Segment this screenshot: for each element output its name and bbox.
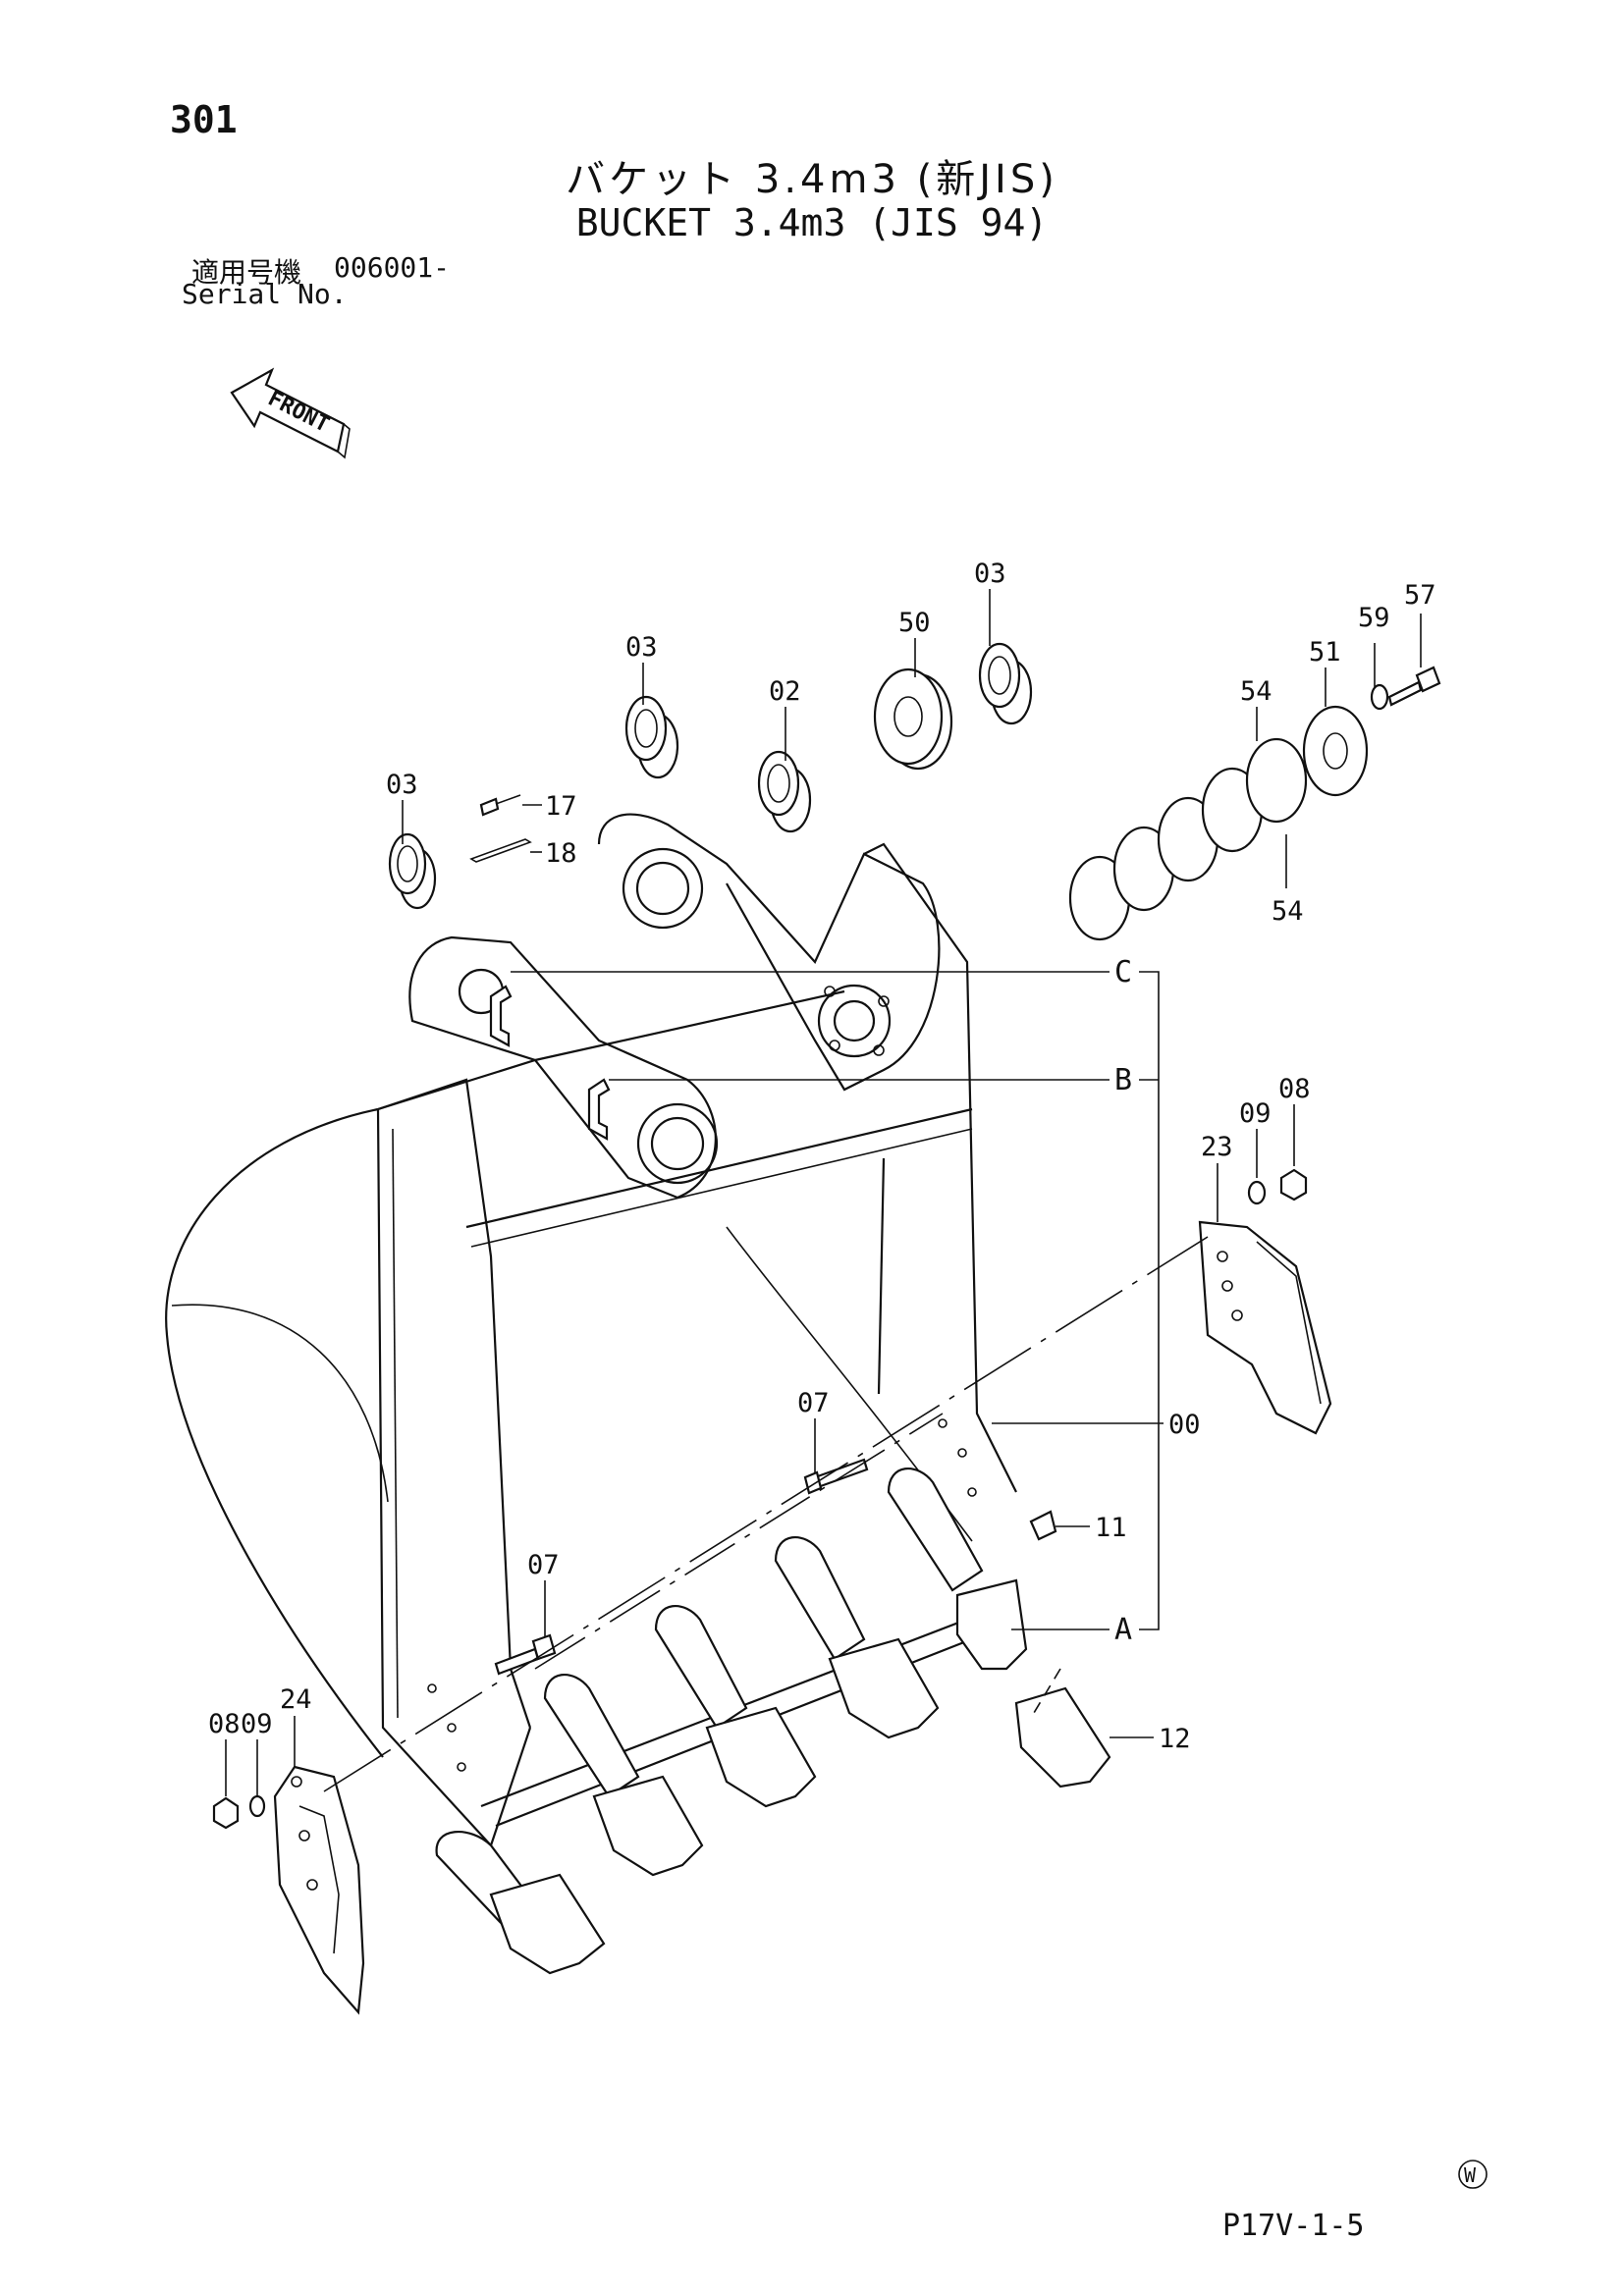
front-arrow-icon: FRONT	[230, 367, 351, 459]
callout-59: 59	[1358, 603, 1390, 633]
callout-08-left: 08	[208, 1709, 241, 1739]
nut-08-right	[1279, 1168, 1308, 1201]
washer-09-left	[248, 1794, 266, 1818]
footer-page-code: P17V-1-5	[1222, 2209, 1365, 2243]
footer-mark-icon: W	[1458, 2160, 1488, 2189]
shims-54	[1068, 737, 1308, 941]
washer-59	[1370, 683, 1389, 711]
side-cutter-24	[273, 1765, 365, 2015]
washer-09-right	[1247, 1180, 1267, 1205]
plate-51	[1302, 705, 1369, 797]
nut-08-left	[212, 1796, 240, 1830]
bushing-03-right	[978, 642, 1033, 725]
tooth-5	[887, 1468, 1028, 1671]
shim-plate-50	[873, 667, 953, 771]
tooth-4	[774, 1536, 940, 1739]
boss-bracket-right	[597, 813, 941, 1092]
callout-24: 24	[280, 1684, 312, 1715]
callout-57: 57	[1404, 580, 1436, 611]
bushing-03-left	[388, 832, 437, 910]
serial-label-english: Serial No.	[182, 278, 348, 310]
callout-03-center: 03	[625, 632, 658, 663]
page-number: 301	[170, 98, 238, 141]
side-cutter-23	[1198, 1220, 1332, 1435]
lug-b	[587, 1078, 611, 1141]
bushing-03-center	[624, 695, 679, 779]
title-english: BUCKET 3.4m3 (JIS 94)	[575, 201, 1049, 244]
bolt-07-left	[494, 1633, 557, 1676]
callout-50: 50	[898, 608, 931, 638]
boss-bracket-left	[408, 935, 719, 1200]
callout-23: 23	[1201, 1132, 1233, 1162]
callout-00: 00	[1168, 1410, 1201, 1440]
callout-07-left: 07	[527, 1550, 560, 1580]
callout-07-center: 07	[797, 1388, 830, 1418]
pin-11	[1029, 1510, 1057, 1541]
callout-09-right: 09	[1239, 1098, 1272, 1129]
bolt-17	[479, 794, 521, 817]
callout-54-bottom: 54	[1272, 896, 1304, 927]
title-japanese: バケット 3.4m3 (新JIS)	[566, 157, 1058, 202]
callout-17: 17	[545, 791, 577, 822]
lock-washer-18	[469, 838, 532, 863]
tooth-point-12	[1014, 1686, 1111, 1789]
callout-09-left: 09	[241, 1709, 273, 1739]
callout-03-left: 03	[386, 770, 418, 800]
callout-11: 11	[1095, 1513, 1127, 1543]
tooth-3	[654, 1605, 817, 1808]
callout-b: B	[1114, 1063, 1132, 1097]
callout-labels: 03 03 02 50 03 17 18 51 59 57 54 54 C B …	[208, 559, 1436, 1754]
bushing-02	[757, 750, 812, 833]
callout-18: 18	[545, 838, 577, 869]
lug-c	[489, 985, 513, 1047]
callout-08-right: 08	[1278, 1074, 1311, 1104]
footer-symbol: W	[1464, 2163, 1477, 2187]
callout-c: C	[1114, 955, 1132, 989]
callout-a: A	[1114, 1613, 1132, 1647]
callout-12: 12	[1159, 1724, 1191, 1754]
bucket-body	[165, 842, 1017, 1848]
callout-03-right: 03	[974, 559, 1006, 589]
serial-number-value: 006001-	[334, 251, 451, 284]
tooth-2	[543, 1674, 704, 1877]
serial-label-japanese: 適用号機	[191, 256, 302, 289]
tooth-1	[435, 1831, 606, 1975]
leader-lines	[225, 589, 1422, 1796]
callout-02: 02	[769, 676, 801, 707]
callout-51: 51	[1309, 637, 1341, 667]
callout-54-top: 54	[1240, 676, 1272, 707]
bolt-57	[1387, 666, 1441, 707]
